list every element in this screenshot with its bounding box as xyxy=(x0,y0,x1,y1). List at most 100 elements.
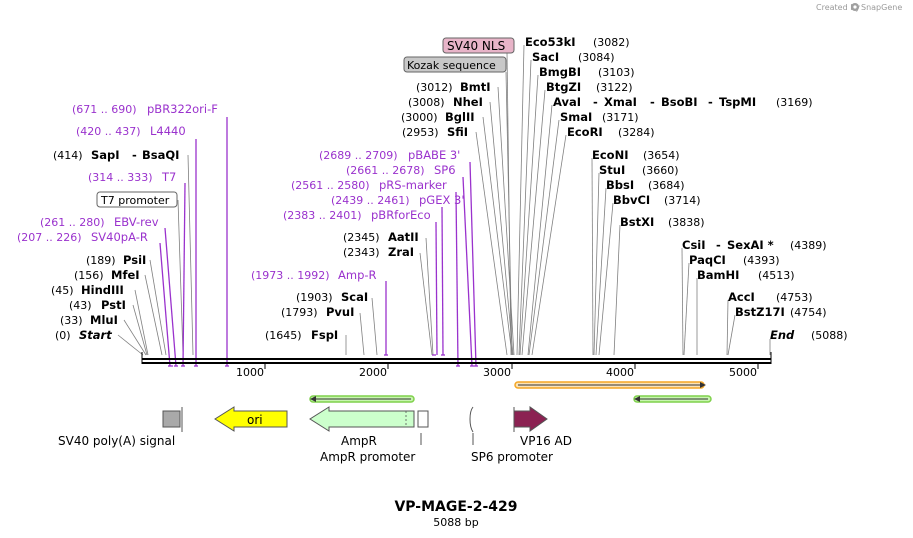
enzyme-start: Start xyxy=(79,328,112,342)
enzyme-bmgbi: BmgBI xyxy=(539,65,581,79)
credit-text: Created by xyxy=(816,3,860,12)
enzyme-end: End xyxy=(770,328,795,342)
primer-amp-r[interactable]: Amp-R xyxy=(338,268,377,282)
enzyme-sfii: SfiI xyxy=(447,125,468,139)
enzyme-pos: (3684) xyxy=(648,179,685,192)
enzyme-sexai: SexAI * xyxy=(727,238,774,252)
map-title: VP-MAGE-2-429 xyxy=(394,499,517,515)
primer-range: (1973 .. 1992) xyxy=(251,269,330,282)
tick-label: 4000 xyxy=(606,366,634,379)
enzyme-eco53ki: Eco53kI xyxy=(525,35,576,49)
t7-promoter-label[interactable]: T7 promoter xyxy=(96,191,178,208)
enzyme-connectors xyxy=(117,44,771,356)
enzyme-ecori: EcoRI xyxy=(567,125,603,139)
primer-range: (2561 .. 2580) xyxy=(291,179,370,192)
ampr-feature[interactable] xyxy=(309,406,429,432)
tick-label: 1000 xyxy=(236,366,264,379)
enzyme-pos: (33) xyxy=(60,314,83,327)
primer-range: (261 .. 280) xyxy=(40,216,105,229)
enzyme-mlui: MluI xyxy=(90,313,118,327)
orf-green-bar-ampr[interactable] xyxy=(309,395,415,403)
enzyme-pos: (3660) xyxy=(642,164,679,177)
primer-pgex-3[interactable]: pGEX 3' xyxy=(419,193,465,207)
enzyme-pos: (414) xyxy=(53,149,83,162)
snapgene-logo-icon xyxy=(851,3,859,11)
enzyme-pvui: PvuI xyxy=(326,305,354,319)
kozak-sequence-label[interactable]: Kozak sequence xyxy=(403,56,507,73)
sp6-promoter-label: SP6 promoter xyxy=(471,450,553,464)
ampr-label: AmpR xyxy=(341,434,377,448)
primer-l4440[interactable]: L4440 xyxy=(150,124,186,138)
primer-sp6[interactable]: SP6 xyxy=(434,163,456,177)
enzyme-separator: - xyxy=(650,95,655,109)
enzyme-zrai: ZraI xyxy=(388,245,414,259)
enzyme-pos: (3103) xyxy=(598,66,635,79)
enzyme-pos: (4754) xyxy=(790,306,827,319)
enzyme-pos: (1645) xyxy=(265,329,302,342)
enzyme-pos: (3012) xyxy=(416,81,453,94)
primer-prs-marker[interactable]: pRS-marker xyxy=(379,178,447,192)
primer-pbr322ori-f[interactable]: pBR322ori-F xyxy=(147,102,218,116)
sp6-promoter-feature[interactable] xyxy=(469,406,474,433)
enzyme-bamhi: BamHI xyxy=(697,268,739,282)
primer-range: (2439 .. 2461) xyxy=(331,194,410,207)
enzyme-nhei: NheI xyxy=(453,95,483,109)
primer-range: (671 .. 690) xyxy=(72,103,137,116)
enzyme-bmti: BmtI xyxy=(460,80,491,94)
ori-label: ori xyxy=(247,413,263,427)
orf-green-bar-right[interactable] xyxy=(633,395,712,403)
primer-range: (207 .. 226) xyxy=(17,231,82,244)
vp16-ad-feature[interactable] xyxy=(513,406,548,432)
sv40-nls-label[interactable]: SV40 NLS xyxy=(442,37,515,54)
enzyme-pos: (3084) xyxy=(578,51,615,64)
enzyme-btgzi: BtgZI xyxy=(546,80,581,94)
tick-label: 3000 xyxy=(483,366,511,379)
ori-feature[interactable]: ori xyxy=(214,406,288,432)
orf-orange-bar[interactable] xyxy=(514,381,706,389)
enzyme-pos: (3122) xyxy=(596,81,633,94)
primer-t7[interactable]: T7 xyxy=(161,170,176,184)
enzyme-bglii: BglII xyxy=(445,110,475,124)
enzyme-paqci: PaqCI xyxy=(689,253,726,267)
primer-range: (2689 .. 2709) xyxy=(319,149,398,162)
primer-pbabe-3[interactable]: pBABE 3' xyxy=(408,148,460,162)
enzyme-pos: (2343) xyxy=(343,246,380,259)
enzyme-separator: - xyxy=(716,238,721,252)
primer-pbrforeco[interactable]: pBRforEco xyxy=(371,208,431,222)
enzyme-pos: (156) xyxy=(74,269,104,282)
enzyme-pos: (43) xyxy=(69,299,92,312)
enzyme-smai: SmaI xyxy=(560,110,592,124)
primer-range: (2661 .. 2678) xyxy=(346,164,425,177)
tick-label: 5000 xyxy=(729,366,757,379)
enzyme-xmai: XmaI xyxy=(604,95,637,109)
ampr-promoter-label: AmpR promoter xyxy=(320,450,415,464)
enzyme-mfei: MfeI xyxy=(111,268,140,282)
primer-sv40pa-r[interactable]: SV40pA-R xyxy=(91,230,148,244)
enzyme-pos: (0) xyxy=(55,329,71,342)
enzyme-sapi: SapI xyxy=(91,148,120,162)
enzyme-pos: (3000) xyxy=(401,111,438,124)
enzyme-pos: (3654) xyxy=(643,149,680,162)
tick-marks xyxy=(264,364,759,369)
enzyme-pos: (3171) xyxy=(602,111,639,124)
enzyme-pos: (3169) xyxy=(776,96,813,109)
vp16-ad-label: VP16 AD xyxy=(520,434,572,448)
enzyme-pos: (4393) xyxy=(743,254,780,267)
enzyme-bstxi: BstXI xyxy=(620,215,654,229)
enzyme-bsaqi: BsaQI xyxy=(142,148,179,162)
backbone xyxy=(141,352,772,364)
primer-ebv-rev[interactable]: EBV-rev xyxy=(114,215,159,229)
enzyme-separator: - xyxy=(708,95,713,109)
enzyme-avai: AvaI xyxy=(553,95,581,109)
enzyme-acci: AccI xyxy=(728,290,755,304)
enzyme-econi: EcoNI xyxy=(592,148,628,162)
enzyme-pos: (189) xyxy=(86,254,116,267)
primer-range: (420 .. 437) xyxy=(76,125,141,138)
credit-brand: SnapGene xyxy=(861,3,902,12)
enzyme-separator: - xyxy=(593,95,598,109)
enzyme-pos: (3838) xyxy=(668,216,705,229)
sv40-polya-feature[interactable] xyxy=(162,407,183,432)
primer-connectors xyxy=(159,117,477,367)
enzyme-pos: (2953) xyxy=(402,126,439,139)
